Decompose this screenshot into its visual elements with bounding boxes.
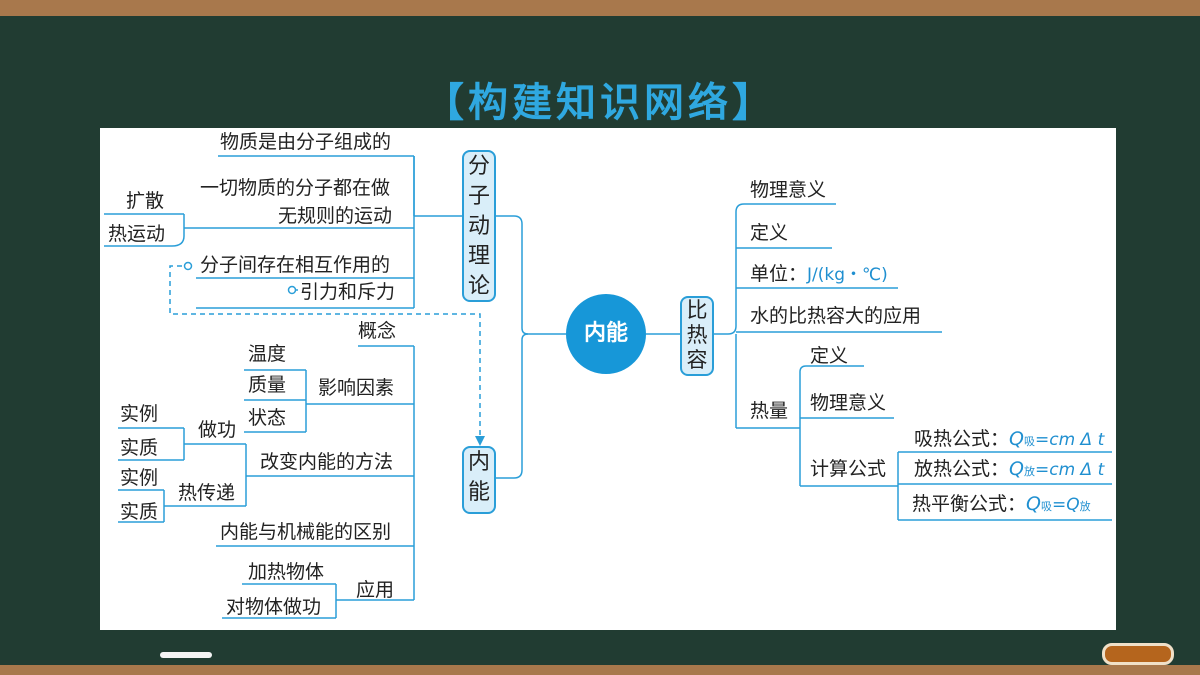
chalk-piece [160, 652, 212, 658]
label-difference: 内能与机械能的区别 [220, 521, 392, 543]
center-node: 内能 [566, 294, 646, 374]
internal-energy-node: 内 能 [462, 446, 496, 514]
formula-label: 吸热公式： [914, 428, 1010, 450]
label-work: 做功 [198, 419, 237, 441]
formula-sub: 放 [1023, 465, 1035, 478]
node-char: 内 [467, 450, 490, 475]
label-essence-work: 实质 [120, 437, 159, 459]
node-char: 理 [467, 244, 490, 269]
label-force-line1: 分子间存在相互作用的 [200, 254, 391, 276]
label-do-work: 对物体做功 [226, 596, 322, 618]
label-factors: 影响因素 [318, 377, 395, 399]
label-application: 应用 [356, 579, 395, 601]
label-force-line2: 引力和斥力 [300, 281, 396, 303]
label-absorb-formula: 吸热公式：Q吸=cm Δ t [914, 427, 1104, 454]
label-change-methods: 改变内能的方法 [260, 451, 394, 473]
molecular-theory-node: 分 子 动 理 论 [462, 150, 496, 302]
label-example-heat: 实例 [120, 467, 159, 489]
label-thermal-motion: 热运动 [108, 223, 166, 245]
page-title: 【构建知识网络】 [424, 80, 776, 126]
formula-sub: 放 [1079, 500, 1091, 513]
label-heat-object: 加热物体 [248, 561, 325, 583]
board-frame-bottom [0, 665, 1200, 675]
label-heat-definition: 定义 [810, 345, 849, 367]
formula-rhs: =cm Δ t [1034, 430, 1105, 450]
formula-sub: 吸 [1023, 435, 1035, 448]
label-balance-formula: 热平衡公式：Q吸=Q放 [912, 492, 1091, 519]
formula-q: Q [1009, 428, 1024, 450]
label-motion-line2: 无规则的运动 [278, 205, 393, 227]
label-sh-unit: 单位：J/(kg・℃) [750, 262, 888, 287]
node-char: 比 [686, 298, 708, 322]
mind-map-panel: 内能 分 子 动 理 论 内 能 比 热 容 物质是由分子组成的 一切物质的分子… [100, 128, 1116, 630]
board-eraser [1102, 643, 1174, 665]
unit-value: J/(kg・℃) [807, 265, 888, 285]
label-diffusion: 扩散 [126, 190, 165, 212]
formula-sub: 吸 [1040, 500, 1052, 513]
node-char: 热 [686, 323, 708, 347]
label-water-app: 水的比热容大的应用 [750, 305, 922, 327]
label-heat: 热量 [750, 400, 789, 422]
node-char: 容 [686, 348, 708, 372]
formula-q: Q [1026, 493, 1041, 515]
connector-lines [104, 155, 1112, 619]
formula-rhs: =Q [1051, 495, 1080, 515]
label-sh-meaning: 物理意义 [750, 179, 827, 201]
unit-label: 单位： [750, 263, 808, 285]
label-heat-meaning: 物理意义 [810, 392, 887, 414]
board-frame-top [0, 0, 1200, 16]
label-composition: 物质是由分子组成的 [220, 131, 392, 153]
label-example-work: 实例 [120, 403, 159, 425]
label-mass: 质量 [248, 374, 287, 396]
node-char: 动 [467, 214, 490, 239]
label-state: 状态 [248, 407, 287, 429]
label-release-formula: 放热公式：Q放=cm Δ t [914, 457, 1104, 484]
label-temperature: 温度 [248, 343, 287, 365]
label-heat-transfer: 热传递 [178, 482, 236, 504]
label-calc: 计算公式 [810, 458, 887, 480]
formula-rhs: =cm Δ t [1034, 460, 1105, 480]
formula-label: 放热公式： [914, 458, 1010, 480]
label-concept: 概念 [358, 320, 397, 342]
label-sh-definition: 定义 [750, 222, 789, 244]
node-char: 子 [467, 184, 490, 209]
node-char: 论 [467, 274, 490, 299]
node-char: 分 [467, 154, 490, 179]
label-essence-heat: 实质 [120, 501, 159, 523]
specific-heat-node: 比 热 容 [680, 296, 714, 376]
label-motion-line1: 一切物质的分子都在做 [200, 177, 391, 199]
formula-q: Q [1009, 458, 1024, 480]
formula-label: 热平衡公式： [912, 493, 1027, 515]
node-char: 能 [467, 480, 490, 505]
